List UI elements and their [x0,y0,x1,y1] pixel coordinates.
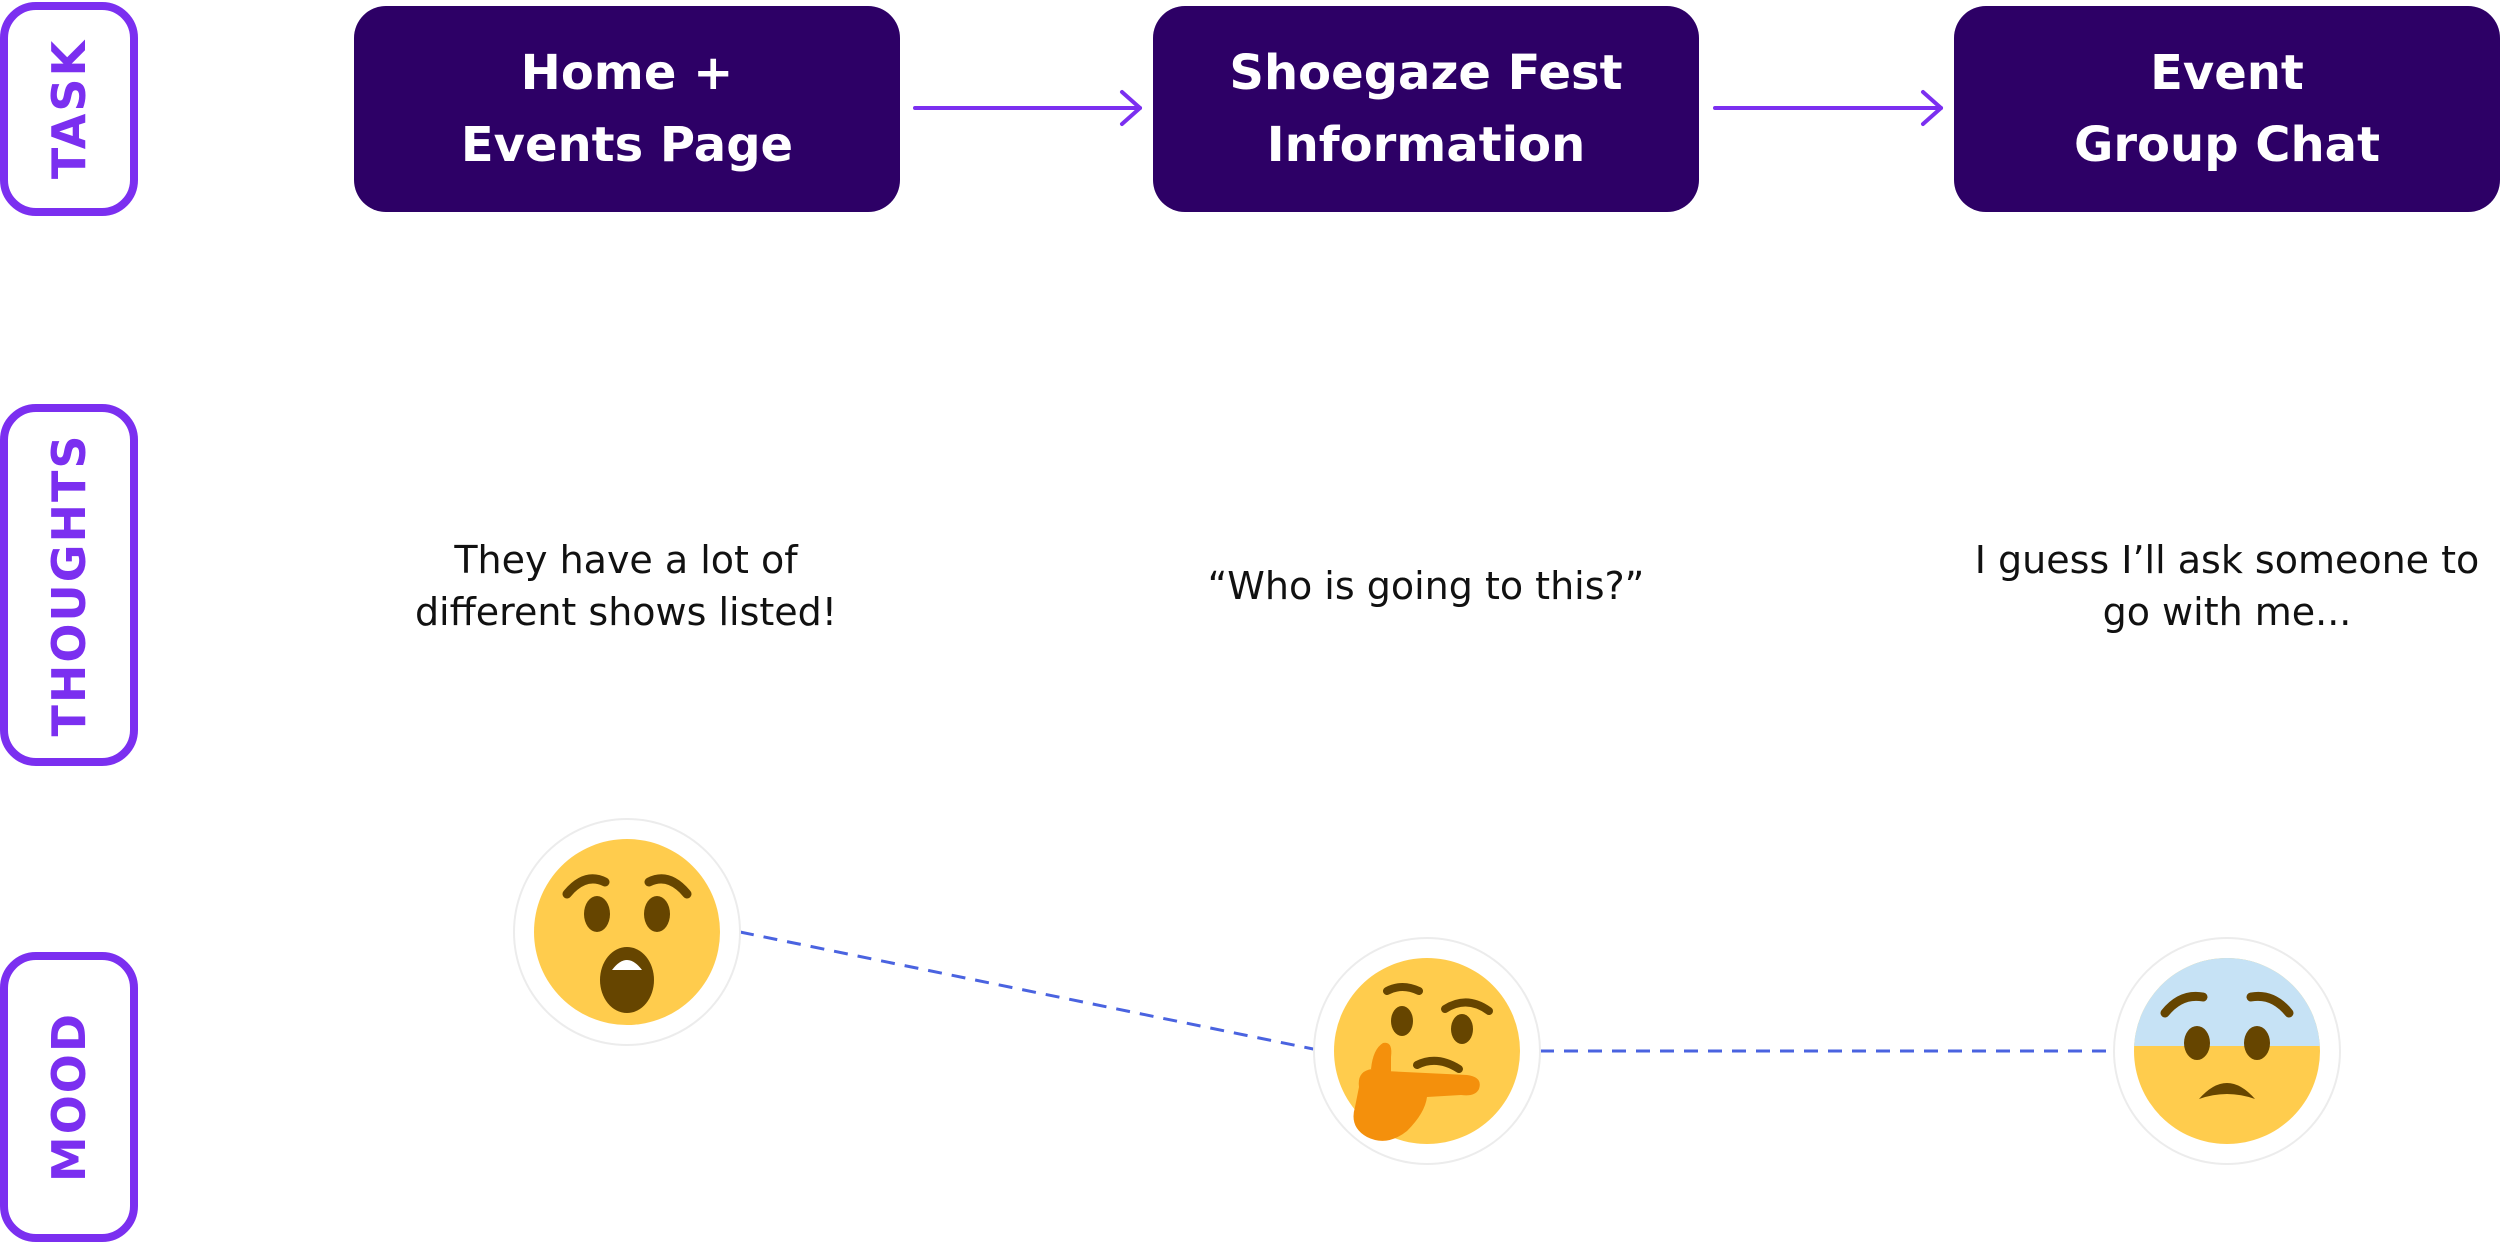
task-box-group-chat: Event Group Chat [1954,6,2500,212]
mood-line [739,930,2120,1053]
row-label-mood: MOOD [0,952,138,1242]
task-box-home-events: Home + Events Page [354,6,900,212]
arrow-1 [913,90,1142,126]
thought-2: “Who is going to this?” [1207,564,1645,608]
row-label-task: TASK [0,2,138,216]
thinking-face-icon [1313,937,1541,1165]
task-box-shoegaze-fest: Shoegaze Fest Information [1153,6,1699,212]
task-title-2: Shoegaze Fest Information [1229,45,1623,173]
astonished-face-icon [513,818,741,1046]
task-title-3: Event Group Chat [2073,45,2381,173]
row-label-thoughts: THOUGHTS [0,404,138,766]
thought-3: I guess I’ll ask someone to go with me..… [1974,538,2480,634]
thought-1: They have a lot of different shows liste… [414,538,838,634]
anxious-face-icon [2113,937,2341,1165]
arrow-2 [1713,90,1943,126]
task-title-1: Home + Events Page [460,45,794,173]
